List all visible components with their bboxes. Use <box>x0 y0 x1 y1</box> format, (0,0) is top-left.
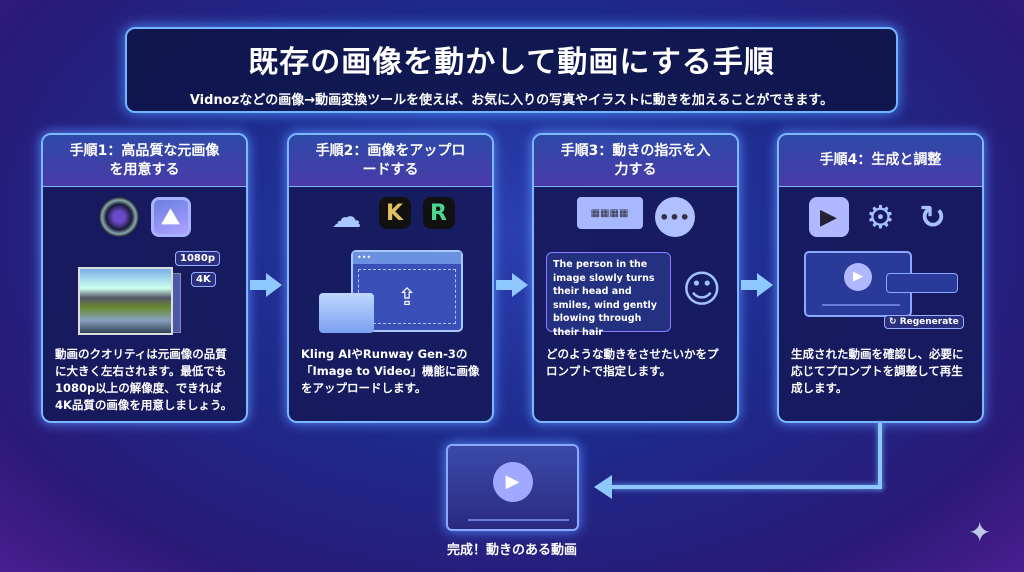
gear-icon: ⚙ <box>866 198 895 236</box>
cloud-upload-icon: ☁ <box>331 199 362 235</box>
final-caption: 完成！動きのある動画 <box>446 543 577 558</box>
regenerate-button[interactable]: ↻ Regenerate <box>884 315 964 329</box>
step-title: 手順1：高品質な元画像を用意する <box>43 135 246 187</box>
connector-line <box>878 423 882 489</box>
arrow-right-icon <box>741 273 773 297</box>
step-card-4: 手順4：生成と調整 ▶ ⚙ ↻ ▶ ↻ Regenerate 生成された動画を確… <box>777 133 984 423</box>
arrow-left-icon <box>594 475 612 499</box>
progress-bar[interactable] <box>468 519 569 521</box>
subtitle: Vidnozなどの画像→動画変換ツールを使えば、お気に入りの写真やイラストに動き… <box>189 93 834 108</box>
arrow-right-icon <box>496 273 528 297</box>
step-card-3: 手順3：動きの指示を入力する ▦▦▦▦ ••• The person in th… <box>532 133 739 423</box>
step-card-1: 手順1：高品質な元画像を用意する ⛰ 1080p 4K 動画のクオリティは元画像… <box>41 133 248 423</box>
progress-bar[interactable] <box>822 304 900 306</box>
title-box: 既存の画像を動かして動画にする手順 Vidnozなどの画像→動画変換ツールを使え… <box>125 27 898 113</box>
person-icon: ☺ <box>682 267 722 311</box>
step-description: 生成された動画を確認し、必要に応じてプロンプトを調整して再生成します。 <box>791 347 964 395</box>
folder-icon <box>319 293 374 333</box>
regenerate-label: Regenerate <box>899 317 959 327</box>
page-title: 既存の画像を動かして動画にする手順 <box>248 45 775 80</box>
step-card-2: 手順2：画像をアップロードする ☁ K R ••• ⇪ Kling AIやRun… <box>287 133 494 423</box>
step-description: Kling AIやRunway Gen-3の「Image to Video」機能… <box>301 347 480 395</box>
camera-lens-icon <box>98 197 139 237</box>
runway-logo: R <box>422 197 455 229</box>
landscape-photo <box>78 267 173 335</box>
resolution-badge: 4K <box>191 272 216 287</box>
sparkle-icon: ✦ <box>968 516 992 549</box>
resolution-badge: 1080p <box>175 251 220 266</box>
step-title: 手順3：動きの指示を入力する <box>534 135 737 187</box>
chat-bubble-icon: ••• <box>654 197 695 237</box>
final-video: ▶ <box>446 444 579 531</box>
kling-logo: K <box>378 197 411 229</box>
step-description: どのような動きをさせたいかをプロンプトで指定します。 <box>546 347 719 378</box>
adjust-slider[interactable] <box>886 273 958 293</box>
refresh-icon: ↻ <box>919 198 946 236</box>
play-video-icon: ▶ <box>808 197 849 237</box>
connector-line <box>612 485 882 489</box>
keyboard-icon: ▦▦▦▦ <box>576 197 643 229</box>
step-description: 動画のクオリティは元画像の品質に大きく左右されます。最低でも1080p以上の解像… <box>55 347 233 412</box>
image-icon: ⛰ <box>150 197 191 237</box>
step-title: 手順4：生成と調整 <box>779 135 982 187</box>
arrow-right-icon <box>250 273 282 297</box>
prompt-text: The person in the image slowly turns the… <box>546 252 671 338</box>
play-button[interactable]: ▶ <box>844 263 872 291</box>
play-button[interactable]: ▶ <box>492 462 533 502</box>
step-title: 手順2：画像をアップロードする <box>289 135 492 187</box>
